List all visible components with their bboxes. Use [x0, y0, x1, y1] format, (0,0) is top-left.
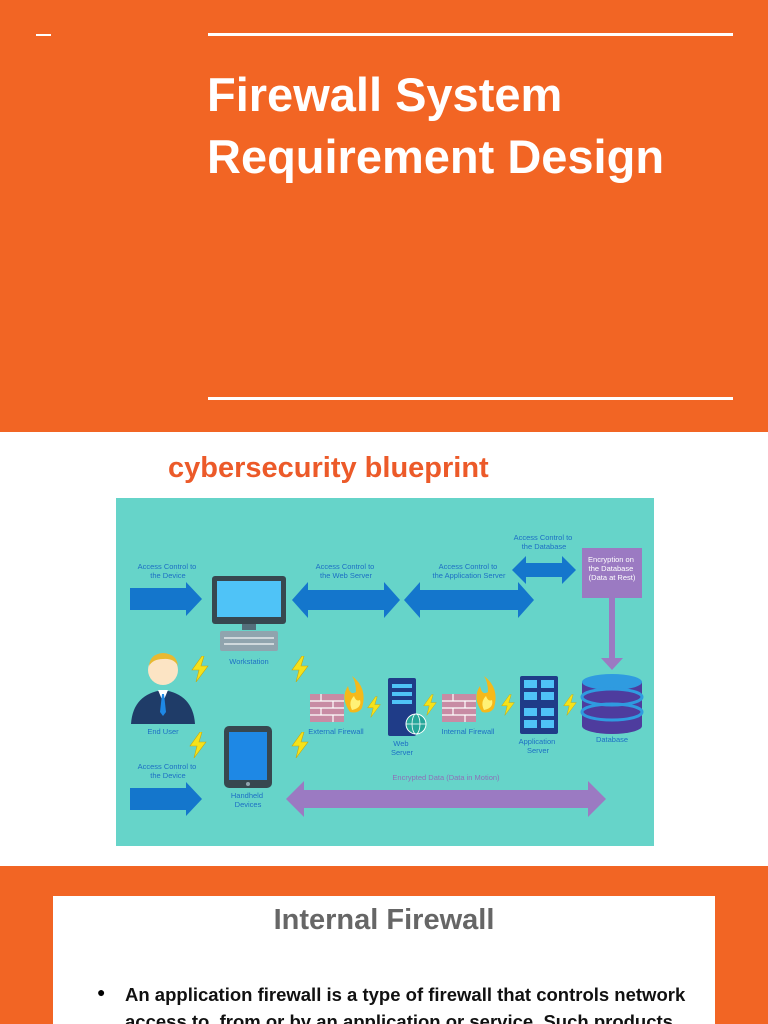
cybersecurity-diagram: Access Control to the Device Access Cont…	[116, 498, 654, 846]
slide-title: Firewall System Requirement Design	[207, 68, 665, 183]
label-workstation: Workstation	[229, 657, 268, 666]
arrow-encrypted-data	[286, 781, 606, 817]
label-ac-device-top: Access Control to the Device	[138, 562, 199, 580]
bullet-icon: ●	[97, 984, 106, 1000]
slide-corner-dash	[36, 34, 51, 36]
encryption-connector	[609, 598, 615, 658]
database-icon	[580, 674, 644, 734]
label-ac-db: Access Control to the Database	[514, 533, 575, 551]
arrow-database	[512, 556, 576, 584]
bottom-rule	[208, 397, 733, 400]
web-server-icon	[388, 678, 427, 736]
blueprint-heading: cybersecurity blueprint	[168, 452, 489, 484]
arrow-web-server	[292, 582, 400, 618]
label-end-user: End User	[147, 727, 179, 736]
label-handheld: Handheld Devices	[231, 791, 265, 809]
arrow-device-top	[130, 582, 202, 616]
label-web-server: Web Server	[391, 739, 414, 757]
content-card: Internal Firewall ● An application firew…	[53, 896, 715, 1024]
label-application-server: Application Server	[519, 737, 558, 755]
top-rule	[208, 33, 733, 36]
arrow-app-server	[404, 582, 534, 618]
diagram-background	[116, 498, 654, 846]
label-external-firewall: External Firewall	[308, 727, 364, 736]
handheld-device-icon	[224, 726, 272, 788]
end-user-icon	[131, 653, 195, 724]
title-slide: Firewall System Requirement Design	[0, 0, 768, 432]
internal-firewall-icon	[442, 676, 496, 722]
label-database: Database	[596, 735, 628, 744]
application-server-icon	[520, 676, 558, 734]
encryption-arrowhead	[601, 658, 623, 670]
body-paragraph: An application firewall is a type of fir…	[125, 984, 686, 1024]
internal-firewall-slide: Internal Firewall ● An application firew…	[0, 866, 768, 1024]
label-ac-app: Access Control to the Application Server	[433, 562, 506, 580]
arrow-device-bottom	[130, 782, 202, 816]
label-encrypted-data: Encrypted Data (Data in Motion)	[392, 773, 500, 782]
label-ac-web: Access Control to the Web Server	[316, 562, 377, 580]
label-ac-device-bottom: Access Control to the Device	[138, 762, 199, 780]
label-encryption: Encryption on the Database (Data at Rest…	[588, 555, 636, 582]
external-firewall-icon	[310, 676, 364, 722]
workstation-icon	[212, 576, 286, 651]
blueprint-slide: cybersecurity blueprint Access Control t…	[0, 432, 768, 868]
section-heading: Internal Firewall	[273, 904, 495, 936]
label-internal-firewall: Internal Firewall	[442, 727, 495, 736]
encryption-box	[582, 548, 642, 598]
